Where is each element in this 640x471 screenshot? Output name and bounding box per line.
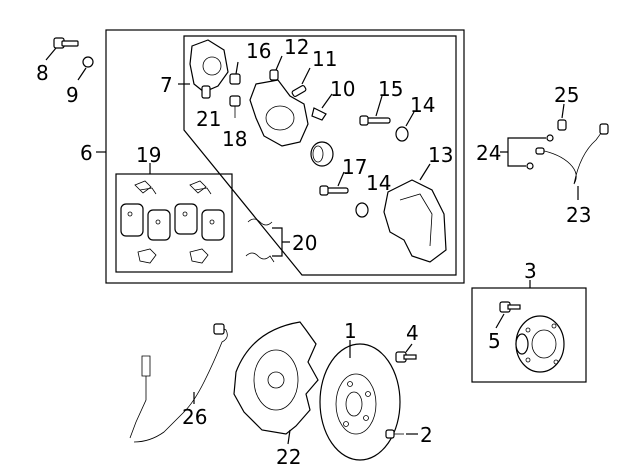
- callout-5: 5: [488, 329, 501, 353]
- brake-rotor: [319, 343, 401, 461]
- caliper-bolt-18: [229, 95, 241, 118]
- caliper-piston: [310, 141, 334, 167]
- callout-7: 7: [160, 73, 173, 97]
- callout-10: 10: [330, 77, 355, 101]
- guide-boot-14-upper: [395, 126, 409, 142]
- callout-23: 23: [566, 203, 591, 227]
- callout-14-lower: 14: [366, 171, 391, 195]
- caliper-housing: [189, 39, 229, 93]
- callout-25: 25: [554, 83, 579, 107]
- callout-13: 13: [428, 143, 453, 167]
- callout-19: 19: [136, 143, 161, 167]
- callout-1: 1: [344, 319, 357, 343]
- caliper-assembly-frame: [105, 29, 465, 284]
- callout-2: 2: [420, 423, 433, 447]
- callout-22: 22: [276, 445, 301, 469]
- brake-hose: [535, 123, 609, 185]
- hose-bolt-25: [557, 119, 567, 131]
- callout-15: 15: [378, 77, 403, 101]
- guide-boot-14-lower: [355, 202, 369, 218]
- callout-21: 21: [196, 107, 221, 131]
- pad-kit-frame: [115, 173, 233, 273]
- callout-9: 9: [66, 83, 79, 107]
- callout-17: 17: [342, 155, 367, 179]
- bolt-8: [53, 37, 79, 49]
- dust-shield: [233, 321, 319, 435]
- hub-bolt-5: [499, 301, 521, 313]
- abs-wheel-speed-sensor: [129, 323, 228, 443]
- callout-24: 24: [476, 141, 501, 165]
- hose-washers: [526, 134, 554, 170]
- caliper-bolt-21: [201, 85, 211, 99]
- guide-pin: [311, 107, 327, 121]
- callout-3: 3: [524, 259, 537, 283]
- callout-16: 16: [246, 39, 271, 63]
- guide-pin-boot: [291, 85, 307, 97]
- brake-pads: [120, 180, 225, 264]
- caliper-bracket-carrier: [249, 79, 309, 147]
- callout-6: 6: [80, 141, 93, 165]
- callout-12: 12: [284, 35, 309, 59]
- pad-springs: [245, 218, 275, 263]
- rotor-screw-2: [385, 429, 404, 439]
- callout-8: 8: [36, 61, 49, 85]
- caliper-subgroup-outline: [183, 35, 457, 276]
- callout-11: 11: [312, 47, 337, 71]
- wheel-hub: [515, 315, 565, 373]
- callout-14-upper: 14: [410, 93, 435, 117]
- bleeder-screw: [229, 73, 241, 85]
- callout-18: 18: [222, 127, 247, 151]
- washer-9: [82, 56, 94, 68]
- bolt-4: [395, 351, 417, 363]
- bleeder-cap: [269, 69, 279, 81]
- caliper-mounting-bracket: [383, 179, 447, 263]
- callout-20: 20: [292, 231, 317, 255]
- hub-assembly-frame: [471, 287, 587, 383]
- guide-bolt-15: [359, 115, 391, 126]
- callout-26: 26: [182, 405, 207, 429]
- callout-4: 4: [406, 321, 419, 345]
- guide-bolt-17: [319, 185, 349, 196]
